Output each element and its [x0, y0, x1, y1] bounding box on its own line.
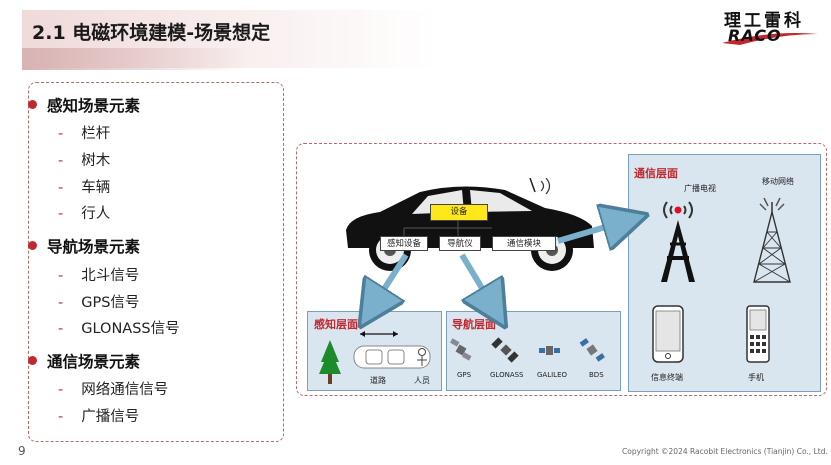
- mobile-network-label: 移动网络: [762, 177, 794, 186]
- list-item: -网络通信信号: [58, 382, 169, 398]
- list-item: -北斗信号: [58, 268, 140, 284]
- title-accent-bar: [22, 48, 247, 70]
- list-item: -GLONASS信号: [58, 321, 180, 337]
- satellite-icon: [450, 338, 472, 361]
- category-perception: 感知场景元素: [28, 94, 140, 116]
- sensing-device-box: 感知设备: [380, 236, 428, 251]
- list-item: -GPS信号: [58, 295, 140, 311]
- page-number: 9: [18, 444, 26, 458]
- category-navigation: 导航场景元素: [28, 235, 140, 257]
- company-logo: 理工雷科 RACO: [720, 6, 820, 46]
- smartphone-icon: [652, 305, 684, 363]
- bullet-icon: [28, 356, 37, 365]
- category-communication: 通信场景元素: [28, 350, 140, 372]
- mobile-phone-icon: [746, 305, 770, 363]
- device-connectors: [403, 220, 492, 236]
- device-box: 设备: [430, 204, 488, 221]
- list-item: -广播信号: [58, 409, 140, 425]
- satellite-icon: [579, 338, 605, 362]
- list-item: -树木: [58, 153, 111, 169]
- scene-elements-box: [28, 82, 284, 442]
- broadcast-tower-icon: [661, 201, 695, 282]
- sat-label-gps: GPS: [457, 371, 472, 379]
- broadcast-tv-label: 广播电视: [684, 184, 716, 193]
- arrow-to-communication: [557, 221, 626, 241]
- satellite-icon: [539, 346, 560, 355]
- sensing-scene: [319, 331, 431, 384]
- cell-tower-icon: [753, 197, 791, 283]
- title-banner: [22, 10, 542, 70]
- logo-cn-text: 理工雷科: [724, 11, 804, 31]
- bullet-icon: [28, 241, 37, 250]
- comm-layer-title: 通信层面: [634, 167, 678, 180]
- info-terminal-label: 信息终端: [651, 373, 683, 382]
- scenario-diagram: [296, 143, 827, 396]
- arrow-to-navigation: [459, 253, 494, 308]
- bullet-icon: [28, 100, 37, 109]
- sensing-layer-title: 感知层面: [314, 318, 358, 331]
- arrow-to-sensing: [372, 253, 409, 308]
- sat-label-glonass: GLONASS: [490, 371, 524, 379]
- navigator-box: 导航仪: [439, 236, 481, 251]
- comm-module-box: 通信模块: [492, 236, 556, 251]
- satellite-icons: [450, 337, 605, 363]
- list-item: -车辆: [58, 180, 111, 196]
- sat-label-bds: BDS: [589, 371, 604, 379]
- copyright-notice: Copyright ©2024 Racobit Electronics (Tia…: [622, 447, 828, 456]
- logo-swoosh-icon: [722, 33, 818, 45]
- sat-label-galileo: GALILEO: [537, 371, 568, 379]
- phone-label: 手机: [748, 373, 764, 382]
- list-item: -行人: [58, 206, 111, 222]
- logo-en-text: RACO: [728, 26, 782, 45]
- person-label: 人员: [414, 376, 430, 385]
- list-item: -栏杆: [58, 126, 111, 142]
- road-label: 道路: [370, 376, 386, 385]
- flow-arrows: [296, 143, 827, 396]
- page-title: 2.1 电磁环境建模-场景想定: [32, 22, 271, 44]
